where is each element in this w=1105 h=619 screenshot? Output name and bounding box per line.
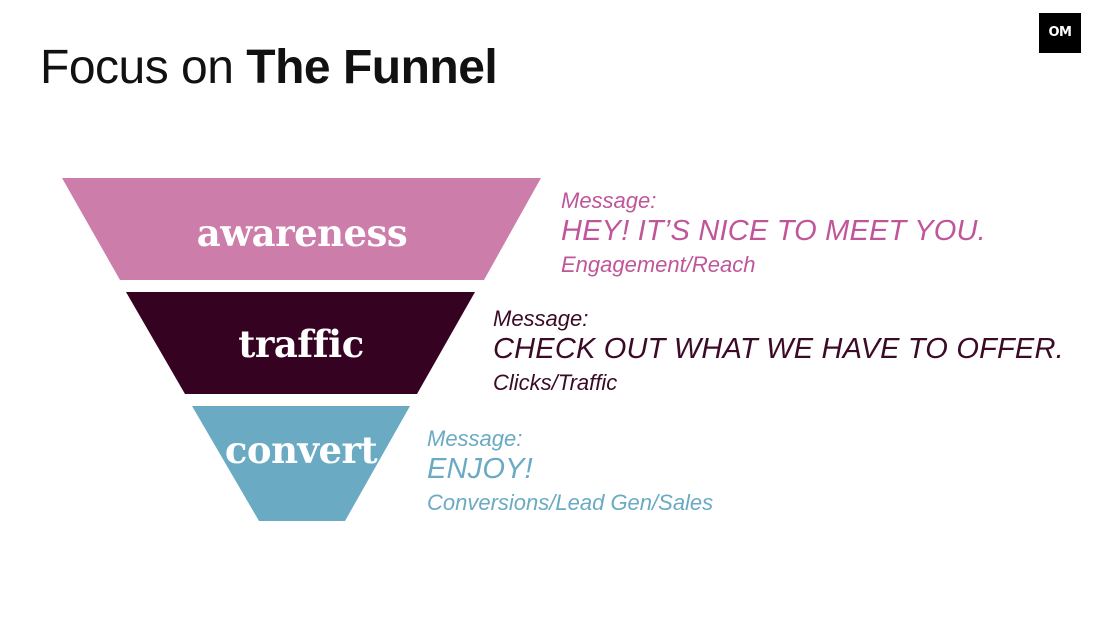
funnel-stage-traffic-shape [126,292,475,394]
convert-message-label: Message: [427,426,523,451]
traffic-message-label: Message: [493,306,589,331]
awareness-metric: Engagement/Reach [561,252,756,277]
page-title: Focus on The Funnel [40,38,498,98]
page-title-bold: The Funnel [246,41,498,94]
funnel-stage-convert-label: convert [224,428,378,472]
traffic-metric: Clicks/Traffic [493,370,618,395]
awareness-message-label: Message: [561,188,657,213]
funnel-stage-traffic-label: traffic [238,322,364,366]
traffic-message-text: CHECK OUT WHAT WE HAVE TO OFFER. [493,333,1064,365]
traffic-message-block: Message: CHECK OUT WHAT WE HAVE TO OFFER… [493,306,1064,400]
funnel-stage-awareness-shape [62,178,541,280]
funnel-stage-convert-shape [192,406,410,521]
convert-metric: Conversions/Lead Gen/Sales [427,490,714,515]
awareness-message-block: Message: HEY! IT’S NICE TO MEET YOU. Eng… [561,188,986,282]
awareness-message-text: HEY! IT’S NICE TO MEET YOU. [561,215,986,247]
page-title-light: Focus on [40,41,247,94]
convert-message-block: Message: ENJOY! Conversions/Lead Gen/Sal… [427,426,713,520]
om-logo: OM [1039,13,1081,53]
funnel-stage-awareness-label: awareness [196,211,408,255]
convert-message-text: ENJOY! [427,453,533,485]
